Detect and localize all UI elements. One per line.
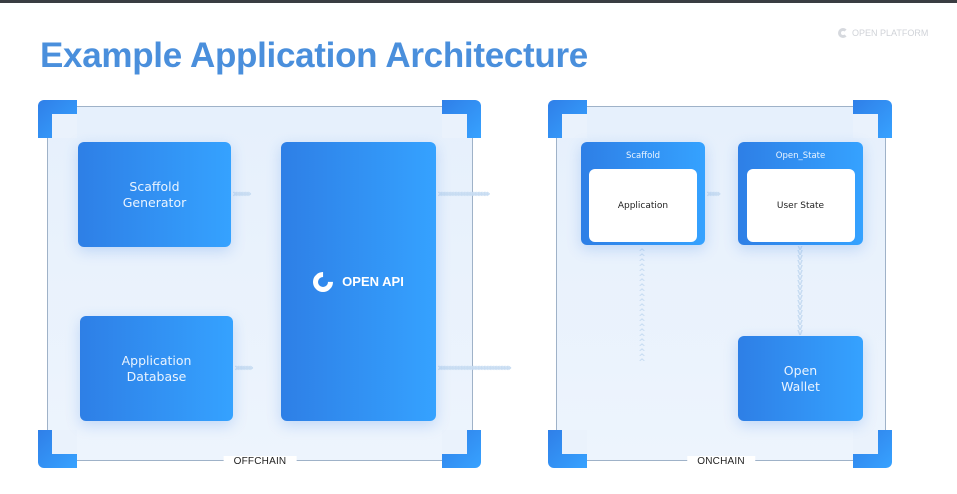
node-label: Application (121, 352, 192, 368)
brand-label: OPEN PLATFORM (852, 28, 929, 38)
application-node: Application (589, 169, 697, 242)
zone-corner-icon (853, 430, 892, 468)
open-platform-logo-icon (838, 28, 848, 38)
connector-application-to-userstate: ›››››››› (706, 189, 721, 199)
node-label: Wallet (781, 378, 820, 394)
open-api-node: OPEN API (281, 142, 436, 421)
connector-openapi-to-application: ››››››››››››››››››››››››››››››››› (437, 189, 491, 199)
node-label: Generator (122, 194, 187, 210)
node-label: Open (783, 362, 818, 378)
open-state-header: Open_State (775, 151, 826, 161)
zone-corner-icon (38, 430, 77, 468)
open-api-logo-icon (309, 267, 338, 296)
zone-corner-icon (548, 430, 587, 468)
connector-vertical-up-to-application: ^^^^^^^^^^^^^^^^^^^^^^^^ (638, 246, 646, 364)
scaffold-header: Scaffold (625, 151, 661, 161)
onchain-label: ONCHAIN (687, 456, 755, 467)
node-label: Database (126, 368, 187, 384)
open-state-node: Open_State User State (738, 142, 863, 245)
zone-corner-icon (853, 100, 892, 138)
connector-scaffold-generator-to-openapi: ››››››››››› (232, 189, 252, 199)
zone-corner-icon (548, 100, 587, 138)
zone-corner-icon (38, 100, 77, 138)
scaffold-node: Scaffold Application (581, 142, 705, 245)
connector-openapi-to-application-lower: ››››››››››››››››››››››››››››››››››››››››… (437, 363, 512, 373)
brand-logo: OPEN PLATFORM (838, 28, 928, 38)
open-wallet-node: Open Wallet (738, 336, 863, 421)
open-api-label: OPEN API (342, 273, 404, 289)
application-database-node: Application Database (80, 316, 233, 421)
zone-corner-icon (442, 100, 481, 138)
user-state-label: User State (776, 200, 825, 211)
application-label: Application (617, 200, 669, 211)
page-title: Example Application Architecture (40, 36, 588, 75)
connector-app-db-to-openapi: ››››››››››› (234, 363, 254, 373)
top-bar (0, 0, 957, 3)
offchain-label: OFFCHAIN (223, 456, 297, 467)
scaffold-generator-node: Scaffold Generator (78, 142, 231, 247)
zone-corner-icon (442, 430, 481, 468)
user-state-node: User State (746, 169, 855, 242)
node-label: Scaffold (129, 178, 180, 194)
